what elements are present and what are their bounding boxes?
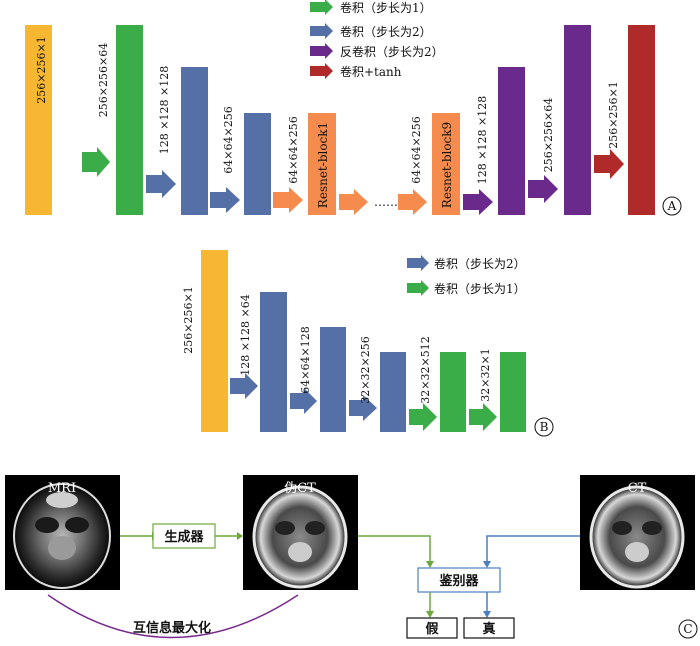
arrow-b4 (409, 403, 437, 431)
block-a6-resnet (432, 113, 460, 215)
arrow-a8 (528, 175, 558, 203)
dim-label-a9: 256×256×1 (607, 81, 620, 148)
block-a8-purple (564, 25, 591, 215)
dim-label-b3: 64×64×128 (299, 326, 312, 393)
mri-image: MRI (5, 475, 120, 590)
block-b3-blue (320, 327, 346, 432)
block-b1-orange (201, 250, 228, 432)
legend-label-conv-s1: 卷积（步长为1） (340, 0, 432, 15)
line-ct-to-discriminator (486, 535, 580, 562)
ct-image: CT (580, 475, 695, 590)
panel-b-legend: 卷积（步长为2） 卷积（步长为1） (407, 255, 526, 296)
arrow-b5 (469, 403, 497, 431)
dim-label-a4: 64×64×256 (222, 106, 235, 173)
line-fakect-to-discriminator (358, 535, 431, 562)
generator-box (152, 523, 216, 549)
mutual-info-curve (47, 594, 299, 639)
discriminator-label: 鉴别器 (438, 573, 479, 589)
real-box (463, 617, 515, 639)
legend-label-conv-tanh: 卷积+tanh (340, 64, 402, 79)
panel-a-legend: 卷积（步长为1） 卷积（步长为2） 反卷积（步长为2） 卷积+tanh (310, 0, 444, 79)
block-a4-blue (244, 113, 271, 215)
block-a1-orange (25, 25, 52, 215)
arrow-a7 (463, 189, 493, 215)
marker-a-circle (662, 196, 682, 216)
fake-ct-image: 伪CT (243, 475, 358, 590)
arrow-a3 (210, 187, 240, 213)
block-a9-red (628, 25, 655, 215)
arrowhead-fakect-disc (426, 561, 434, 568)
dim-label-a7: 128 ×128 ×128 (476, 96, 489, 184)
panel-b: 卷积（步长为2） 卷积（步长为1） 256×256×1 128 ×128 ×64… (182, 250, 554, 437)
legend-arrow-green (310, 0, 333, 15)
arrowhead-gen-fakect (237, 532, 243, 540)
generator-label: 生成器 (164, 529, 204, 545)
resnet-block9-label: Resnet-block9 (440, 122, 454, 208)
block-b5-green (440, 352, 466, 432)
legend-b-label-conv-s2: 卷积（步长为2） (434, 256, 526, 271)
arrow-b1 (230, 373, 258, 399)
dim-label-a8: 256×256×64 (542, 98, 555, 172)
dim-label-b2: 128 ×128 ×64 (239, 294, 252, 375)
panel-c: MRI 伪CT CT 生成器 (5, 475, 698, 639)
dim-label-a3: 128 ×128 ×128 (158, 66, 171, 154)
discriminator-box (417, 567, 501, 593)
arrowhead-ct-disc (483, 561, 491, 568)
ct-label: CT (628, 481, 647, 496)
fake-ct-label: 伪CT (284, 481, 316, 496)
marker-b-circle (534, 417, 554, 437)
marker-a: A (667, 199, 677, 213)
dim-label-a2: 256×256×64 (97, 43, 110, 117)
block-a3-blue (181, 67, 208, 215)
marker-c-circle (678, 619, 698, 639)
block-b4-blue (380, 352, 406, 432)
dim-label-a1: 256×256×1 (35, 36, 48, 103)
arrow-a5 (339, 189, 368, 215)
arrow-a9 (594, 149, 624, 179)
legend-b-arrow-blue (407, 255, 429, 271)
fake-label: 假 (425, 621, 439, 637)
resnet-block1-label: Resnet-block1 (316, 122, 330, 208)
dim-label-b1: 256×256×1 (182, 286, 195, 353)
arrow-a1 (82, 147, 110, 177)
dim-label-b5: 32×32×512 (419, 336, 432, 403)
arrowhead-disc-fake (426, 611, 434, 618)
dim-label-a5: 64×64×256 (287, 116, 300, 183)
block-a7-purple (498, 67, 525, 215)
arrow-a4 (273, 187, 303, 213)
legend-label-conv-s2: 卷积（步长为2） (340, 24, 432, 39)
legend-b-arrow-green (407, 280, 429, 296)
dim-label-b4: 32×32×256 (359, 336, 372, 403)
legend-b-label-conv-s1: 卷积（步长为1） (434, 281, 526, 296)
block-a5-resnet (308, 113, 336, 215)
fake-box (406, 617, 458, 639)
legend-label-deconv-s2: 反卷积（步长为2） (340, 44, 444, 59)
arrowhead-disc-real (483, 611, 491, 618)
block-b6-green (500, 352, 526, 432)
arrow-a6 (398, 189, 427, 215)
mutual-info-label: 互信息最大化 (133, 620, 211, 636)
legend-arrow-red (310, 63, 333, 79)
arrow-b3 (349, 395, 377, 421)
ellipsis: …… (374, 195, 398, 209)
mri-label: MRI (48, 481, 76, 496)
dim-label-a6: 64×64×256 (410, 116, 423, 183)
real-label: 真 (482, 621, 495, 637)
block-a2-green (116, 25, 143, 215)
dim-label-b6: 32×32×1 (479, 348, 492, 401)
block-b2-blue (260, 292, 287, 432)
marker-b: B (540, 420, 549, 434)
panel-a: 卷积（步长为1） 卷积（步长为2） 反卷积（步长为2） 卷积+tanh …… 2 (25, 0, 682, 216)
arrow-b2 (290, 388, 317, 414)
marker-c: C (683, 622, 692, 636)
legend-arrow-blue (310, 23, 333, 39)
legend-arrow-purple (310, 43, 333, 59)
arrow-a2 (146, 170, 176, 198)
